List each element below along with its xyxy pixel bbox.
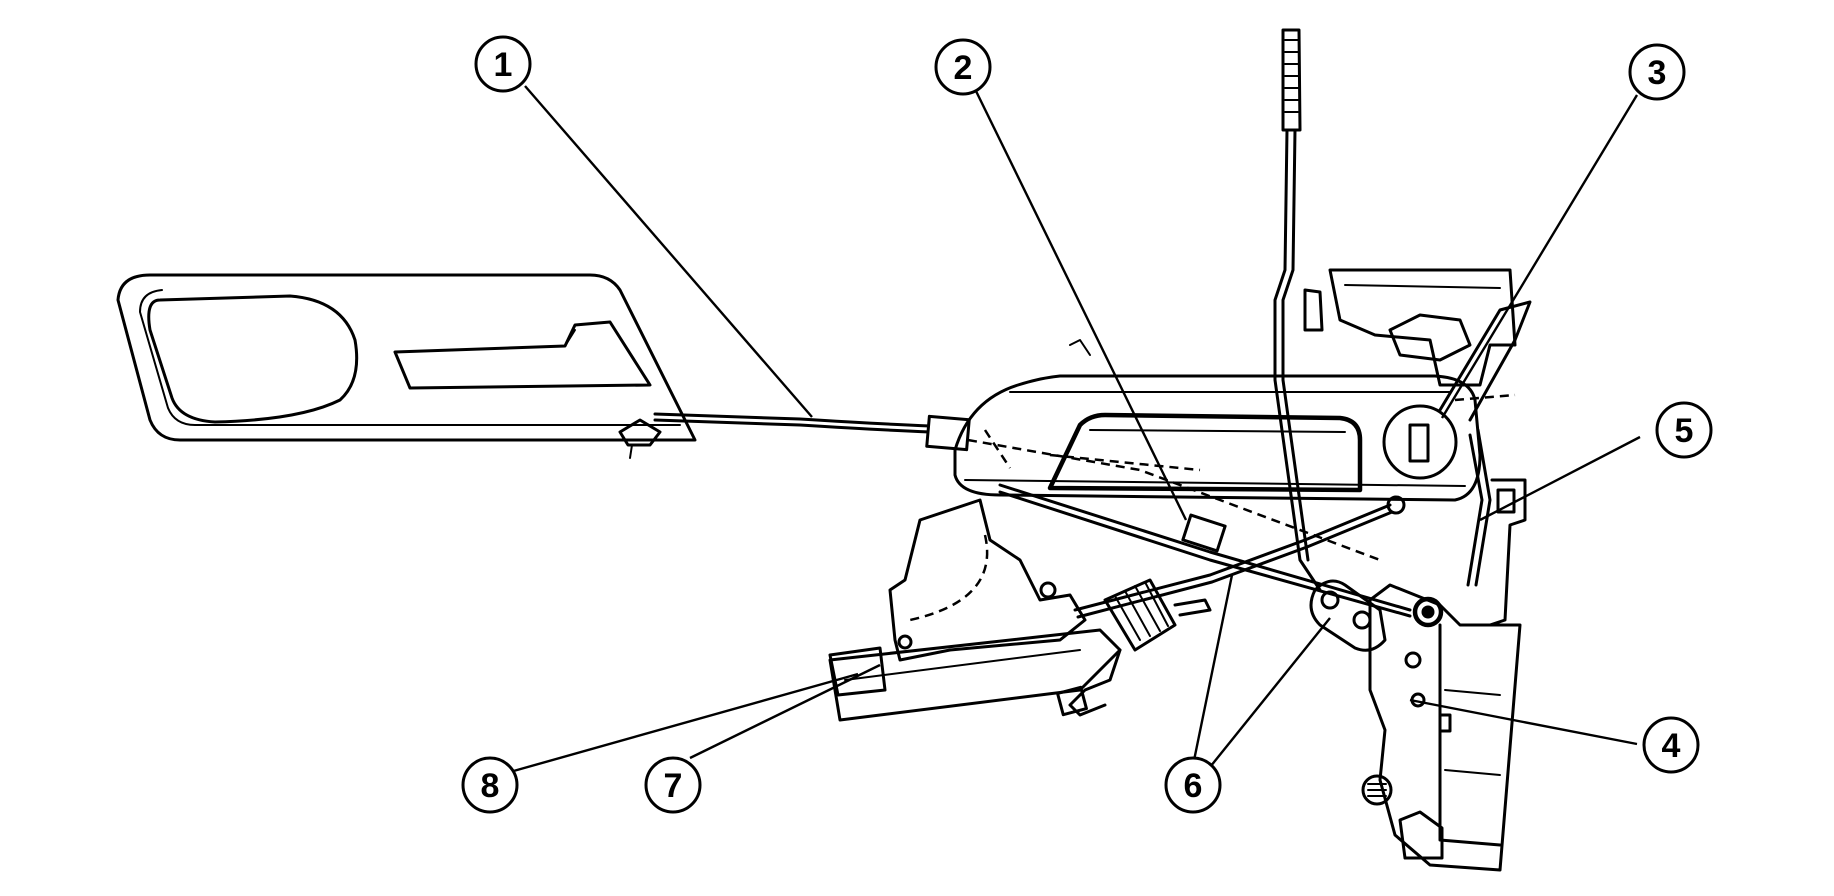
- callout-8: 8: [461, 756, 519, 814]
- callout-2: 2: [934, 38, 992, 96]
- callout-2-label: 2: [954, 49, 973, 87]
- callout-3-label: 3: [1648, 54, 1667, 92]
- leader-6a: [1188, 574, 1234, 781]
- inside-door-handle-panel: [116, 273, 697, 459]
- leader-4: [1409, 698, 1638, 746]
- door-latch: [1361, 583, 1522, 872]
- callout-1: 1: [474, 35, 532, 93]
- callout-7: 7: [644, 756, 702, 814]
- callout-6-label: 6: [1184, 767, 1203, 805]
- leader-3: [1440, 94, 1639, 419]
- door-lock-actuator: [828, 498, 1212, 722]
- inside-handle-cable: [653, 412, 1381, 562]
- leader-5: [1479, 435, 1641, 522]
- lock-rod: [1466, 428, 1492, 587]
- latch-bracket: [1488, 478, 1527, 627]
- callout-5-label: 5: [1675, 412, 1694, 450]
- callout-4-label: 4: [1662, 727, 1681, 765]
- callout-3: 3: [1628, 43, 1686, 101]
- latch-lever: [1309, 579, 1444, 652]
- outside-handle-rod: [1273, 28, 1322, 592]
- callout-4: 4: [1642, 716, 1700, 774]
- callout-leaders: [509, 85, 1641, 783]
- outside-door-handle: [953, 339, 1482, 502]
- callout-6: 6: [1164, 756, 1222, 814]
- key-cylinder-area: [1303, 268, 1532, 480]
- callout-5: 5: [1655, 401, 1713, 459]
- leader-6b: [1197, 617, 1331, 783]
- callout-8-label: 8: [481, 767, 500, 805]
- callout-1-label: 1: [494, 46, 513, 84]
- connecting-rods: [998, 483, 1412, 619]
- leader-2: [973, 88, 1188, 521]
- callout-7-label: 7: [664, 767, 683, 805]
- leader-1: [524, 85, 813, 418]
- leader-8: [509, 672, 859, 774]
- leader-7: [689, 663, 881, 760]
